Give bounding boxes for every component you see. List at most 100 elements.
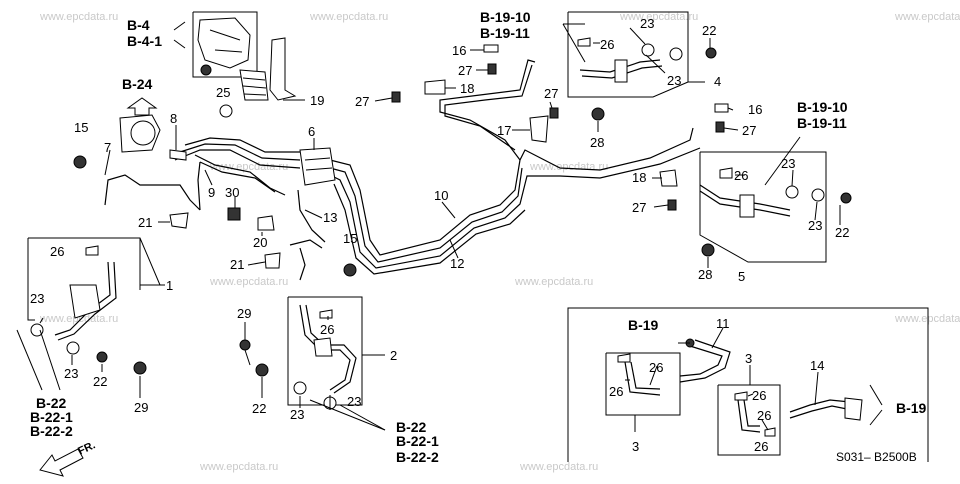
- brake-lines: [104, 59, 853, 419]
- ref-b22-2: B-22-2: [30, 423, 73, 439]
- hose-bracket-2: [313, 337, 333, 357]
- clip-26: [617, 353, 631, 363]
- callout-26: 26: [649, 360, 663, 375]
- callout-26: 26: [734, 168, 748, 183]
- watermark: www.epcdata.ru: [209, 276, 288, 288]
- callout-7: 7: [104, 140, 111, 155]
- watermark: www.epcdata.ru: [894, 11, 960, 23]
- clip-26: [734, 391, 748, 401]
- clip-stack: [239, 69, 269, 101]
- group-5-outline: [699, 151, 827, 263]
- callout-23: 23: [347, 394, 361, 409]
- clip-18: [424, 79, 446, 95]
- callout-17: 17: [497, 123, 511, 138]
- callout-11: 11: [716, 316, 730, 331]
- callout-23: 23: [808, 218, 822, 233]
- bracket-17: [529, 115, 549, 143]
- hose-bracket-1: [69, 284, 101, 319]
- bolt-29: [133, 361, 147, 375]
- hose-bracket-4: [614, 59, 628, 83]
- nut-15: [343, 263, 357, 277]
- bolt-22: [255, 363, 269, 377]
- ref-b4-1: B-4-1: [127, 33, 162, 49]
- callout-28: 28: [698, 267, 712, 282]
- callout-23: 23: [64, 366, 78, 381]
- callout-26: 26: [752, 388, 766, 403]
- bolt-27: [391, 91, 401, 103]
- brake-line-10: [329, 127, 694, 256]
- washer-23: [811, 188, 825, 202]
- callout-26: 26: [320, 322, 334, 337]
- front-arrow-icon: [39, 448, 84, 477]
- nut-25: [219, 104, 233, 118]
- clip-26: [577, 37, 591, 47]
- bolt-22: [840, 192, 852, 204]
- callout-22: 22: [252, 401, 266, 416]
- clamp-20: [257, 215, 275, 231]
- callout-29: 29: [237, 306, 251, 321]
- bolt-27: [667, 199, 677, 211]
- callout-27: 27: [544, 86, 558, 101]
- callout-5: 5: [738, 269, 745, 284]
- washer-23: [66, 341, 80, 355]
- callout-23: 23: [667, 73, 681, 88]
- bolt-27: [549, 107, 559, 119]
- ref-b19-10: B-19-10: [797, 99, 848, 115]
- bolt-27: [487, 63, 497, 75]
- ref-b22: B-22: [36, 395, 67, 411]
- callout-3: 3: [745, 351, 752, 366]
- clip-26: [319, 309, 333, 319]
- callout-18: 18: [460, 81, 474, 96]
- bolt-29: [239, 339, 251, 351]
- group-3-left-outline: [605, 352, 681, 416]
- callout-labels: 1 2 3 3 4 5 6 7 8 9 10 11 12 13 14 15 15…: [30, 16, 849, 454]
- clip-16: [483, 44, 499, 53]
- callout-6: 6: [308, 124, 315, 139]
- ref-b22-2: B-22-2: [396, 449, 439, 465]
- reference-labels: B-4 B-4-1 B-24 B-19-10 B-19-11 B-19-10 B…: [30, 9, 927, 465]
- callout-22: 22: [93, 374, 107, 389]
- bolt-27: [715, 121, 725, 133]
- front-label: FR.: [76, 439, 97, 457]
- callout-26: 26: [600, 37, 614, 52]
- callout-4: 4: [714, 74, 721, 89]
- callout-25: 25: [216, 85, 230, 100]
- callout-9: 9: [208, 185, 215, 200]
- watermark: www.epcdata.ru: [199, 461, 278, 473]
- callout-23: 23: [640, 16, 654, 31]
- brake-line-11: [679, 339, 731, 383]
- group-2-outline: [287, 296, 363, 406]
- group-4-outline: [567, 11, 689, 98]
- brake-line-upper: [439, 59, 536, 161]
- clip-26: [85, 245, 99, 256]
- washer-23: [669, 47, 683, 61]
- clip-18: [659, 169, 678, 187]
- ref-b4: B-4: [127, 17, 150, 33]
- clip-21: [169, 212, 189, 229]
- bracket-assembly: [197, 17, 251, 69]
- callout-15: 15: [343, 231, 357, 246]
- group-3-right-outline: [717, 384, 781, 456]
- watermark: www.epcdata.ru: [894, 313, 960, 325]
- hose-bracket-5: [739, 194, 755, 218]
- clip-26: [719, 167, 733, 179]
- callout-27: 27: [632, 200, 646, 215]
- part-groups: [27, 11, 929, 462]
- watermark: www.epcdata.ru: [209, 161, 288, 173]
- callout-29: 29: [134, 400, 148, 415]
- callout-26: 26: [757, 408, 771, 423]
- leader-lines: [16, 21, 883, 431]
- callout-21: 21: [230, 257, 244, 272]
- brake-line-14: [789, 399, 851, 413]
- watermark: www.epcdata.ru: [619, 11, 698, 23]
- callout-26: 26: [609, 384, 623, 399]
- ref-b19-11: B-19-11: [797, 115, 847, 131]
- bracket-nut: [200, 64, 212, 76]
- callout-2: 2: [390, 348, 397, 363]
- ref-b19-11: B-19-11: [480, 25, 530, 41]
- brake-line-7: [104, 174, 201, 211]
- bolt-28: [591, 107, 605, 121]
- watermark: www.epcdata.ru: [519, 461, 598, 473]
- bolt-22: [96, 351, 108, 363]
